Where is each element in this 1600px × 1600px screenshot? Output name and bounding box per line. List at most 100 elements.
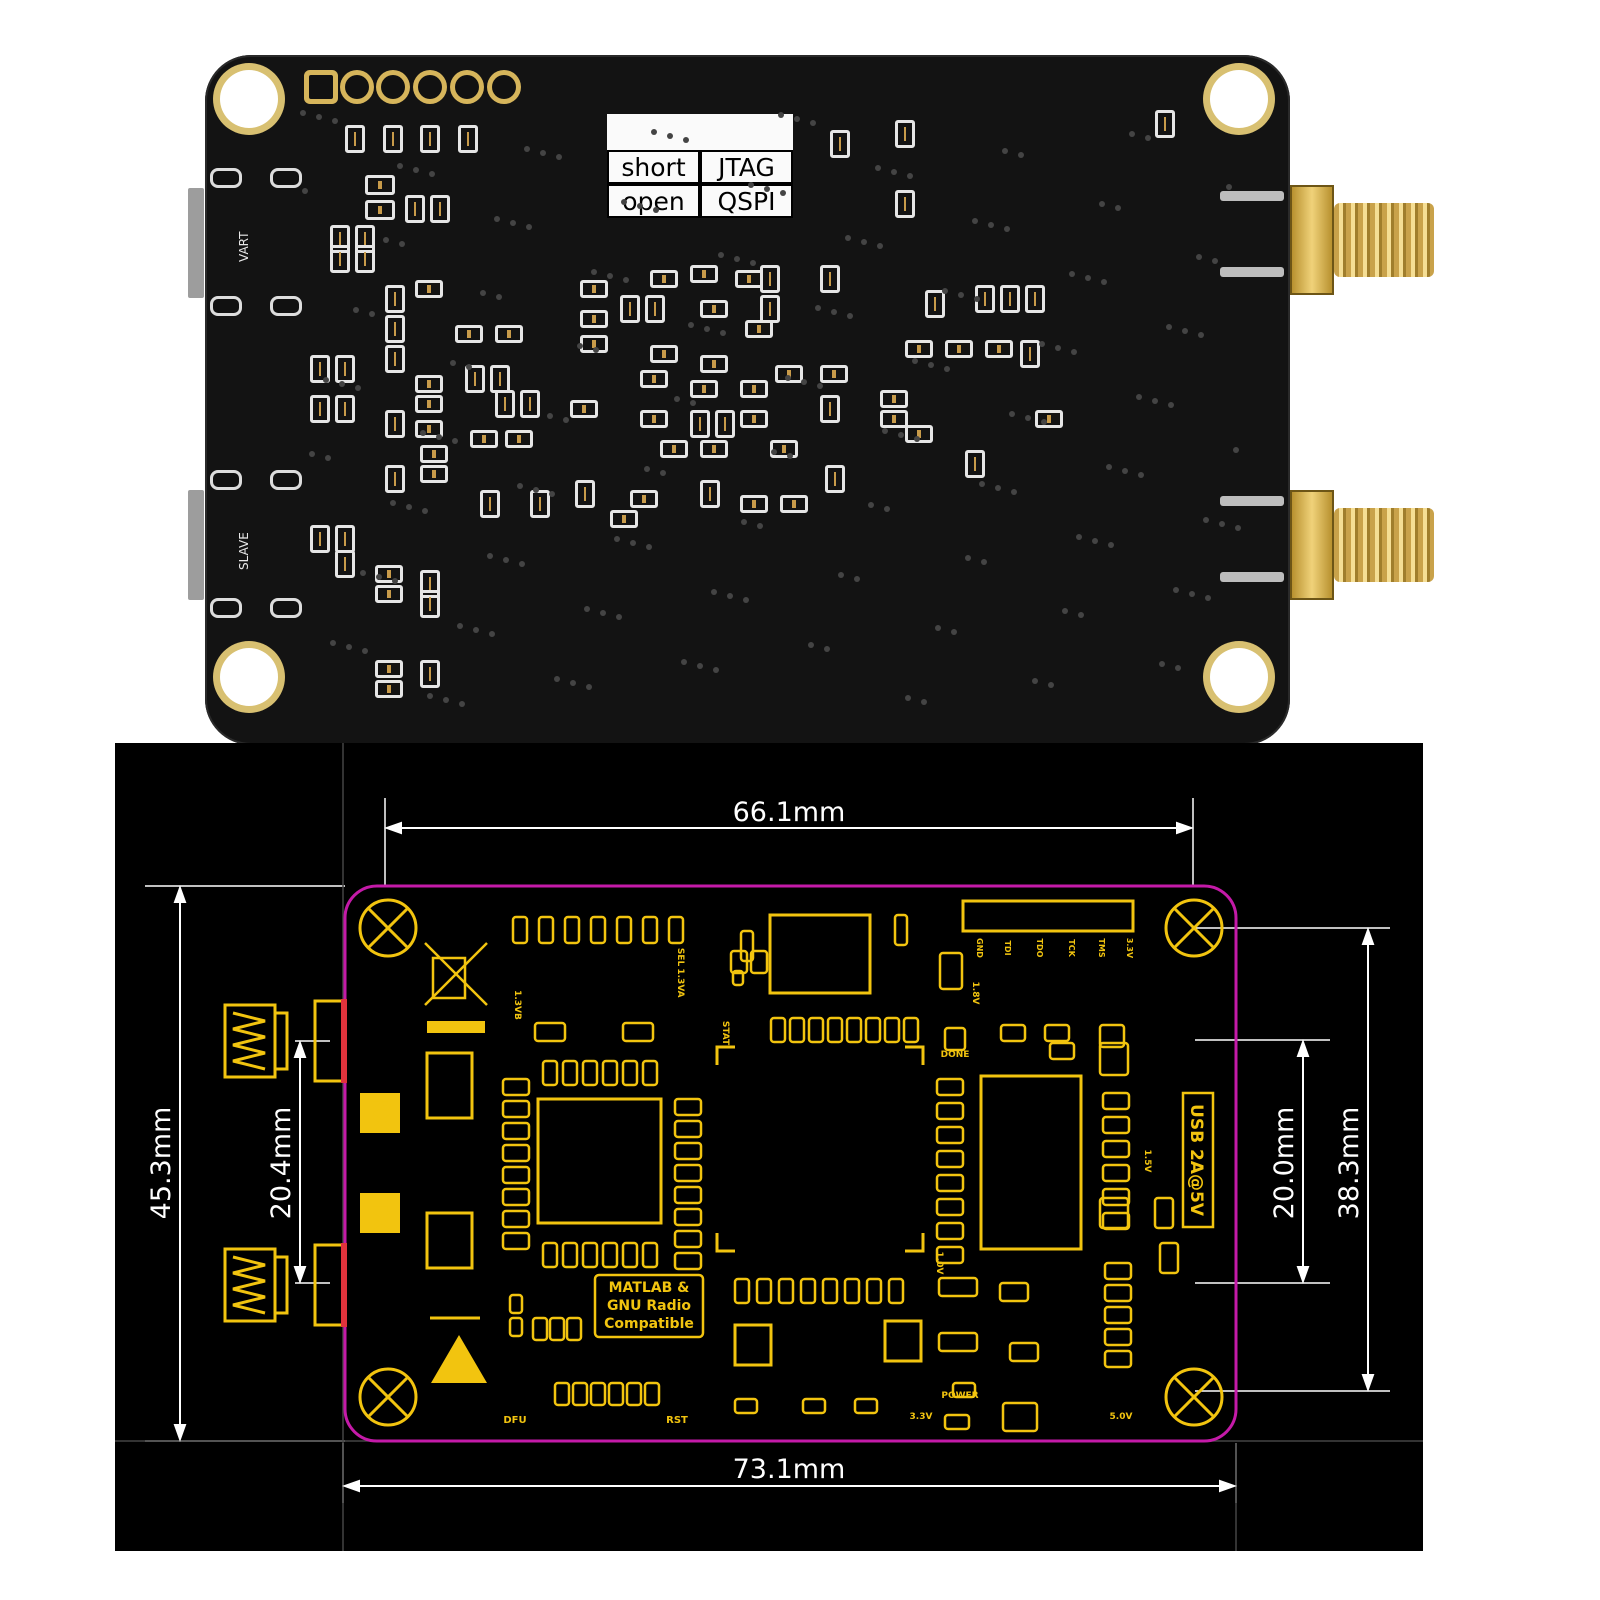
via: [847, 313, 853, 319]
via: [1032, 678, 1038, 684]
dim-sma-spacing: 20.4mm: [266, 1107, 297, 1220]
via: [533, 487, 539, 493]
tx-label-box: [360, 1193, 400, 1233]
v50-label: 5.0V: [1110, 1412, 1133, 1422]
jtag-pin-tck: TCK: [1067, 939, 1076, 957]
smd-pad: [495, 390, 515, 418]
via: [1004, 226, 1010, 232]
drawing-svg: 66.1mm 73.1mm 45.3mm 20.4mm 20.0mm 38.3m…: [115, 743, 1423, 1551]
smd-pad: [505, 430, 533, 448]
silk-pad: [935, 1197, 965, 1217]
usb-port-slave: [188, 490, 204, 600]
silk-label-uart: VART: [237, 231, 251, 262]
silk-pad: [1103, 1283, 1133, 1303]
via: [1099, 201, 1105, 207]
smd-pad: [780, 495, 808, 513]
smd-pad: [820, 365, 848, 383]
usb-port-uart: [188, 188, 204, 298]
smd-pad: [895, 120, 915, 148]
silk-pad: [601, 1059, 619, 1087]
via: [794, 116, 800, 122]
smd-pad: [415, 280, 443, 298]
silk-pad: [501, 1165, 531, 1185]
via: [362, 648, 368, 654]
via: [928, 362, 934, 368]
via: [1069, 271, 1075, 277]
silk-pad: [621, 1021, 655, 1043]
smd-pad: [375, 585, 403, 603]
smd-pad: [640, 410, 668, 428]
header-pin: [418, 75, 442, 99]
smd-pad: [310, 355, 330, 383]
usb-rating-badge: USB 2A@5V: [1181, 1091, 1215, 1229]
usb-shell-pad: [270, 168, 302, 188]
smd-pad: [310, 525, 330, 553]
via: [877, 243, 883, 249]
smd-pad: [490, 365, 510, 393]
via: [323, 377, 329, 383]
smd-pad: [1020, 340, 1040, 368]
smd-pad: [385, 345, 405, 373]
sma-footprints: [223, 999, 345, 1327]
via: [884, 506, 890, 512]
silk-pad: [1048, 1041, 1076, 1061]
done-label: DONE: [941, 1050, 970, 1060]
via: [1002, 148, 1008, 154]
via: [1159, 661, 1165, 667]
silk-pad: [1103, 1327, 1133, 1347]
via: [637, 203, 643, 209]
via: [1039, 341, 1045, 347]
via: [815, 305, 821, 311]
via: [466, 364, 472, 370]
silk-pad: [821, 1277, 839, 1305]
via: [406, 504, 412, 510]
jumper-label-table: short JTAG open QSPI: [607, 150, 793, 218]
jtag-pin-tdo: TDO: [1035, 939, 1044, 958]
via: [757, 523, 763, 529]
via: [750, 260, 756, 266]
weee-bin-icon: [424, 942, 488, 1006]
silk-pad: [1098, 1041, 1130, 1077]
silk-pad: [938, 951, 964, 991]
board-outline: [343, 884, 1238, 1443]
via: [584, 606, 590, 612]
silk-pad: [755, 1277, 773, 1305]
smd-pad: [690, 380, 718, 398]
via: [1106, 464, 1112, 470]
smd-pad: [335, 550, 355, 578]
via: [720, 330, 726, 336]
smd-pad: [415, 420, 443, 438]
via: [392, 578, 398, 584]
silk-pad: [501, 1121, 531, 1141]
smd-pad: [335, 395, 355, 423]
via: [944, 366, 950, 372]
via: [459, 701, 465, 707]
smd-pad: [385, 410, 405, 438]
silk-pad: [1098, 1023, 1126, 1049]
smd-pad: [1000, 285, 1020, 313]
smd-pad: [690, 410, 710, 438]
silk-pad: [1098, 1196, 1130, 1230]
smd-pad: [640, 370, 668, 388]
smd-pad: [365, 200, 395, 220]
via: [660, 470, 666, 476]
via: [780, 190, 786, 196]
silk-pad: [673, 1207, 703, 1227]
via: [942, 288, 948, 294]
smd-pad: [420, 445, 448, 463]
silk-pad: [1001, 1401, 1039, 1433]
silk-pad: [601, 1241, 619, 1269]
silk-pad: [935, 1077, 965, 1097]
via: [614, 536, 620, 542]
silk-pad: [788, 1016, 806, 1044]
silk-pad: [571, 1381, 589, 1407]
via: [1011, 489, 1017, 495]
via: [570, 680, 576, 686]
via: [346, 644, 352, 650]
silk-pad: [937, 1276, 979, 1298]
smd-pad: [375, 660, 403, 678]
jumper-label-qspi: QSPI: [700, 184, 793, 218]
via: [526, 224, 532, 230]
via: [734, 256, 740, 262]
via: [824, 646, 830, 652]
